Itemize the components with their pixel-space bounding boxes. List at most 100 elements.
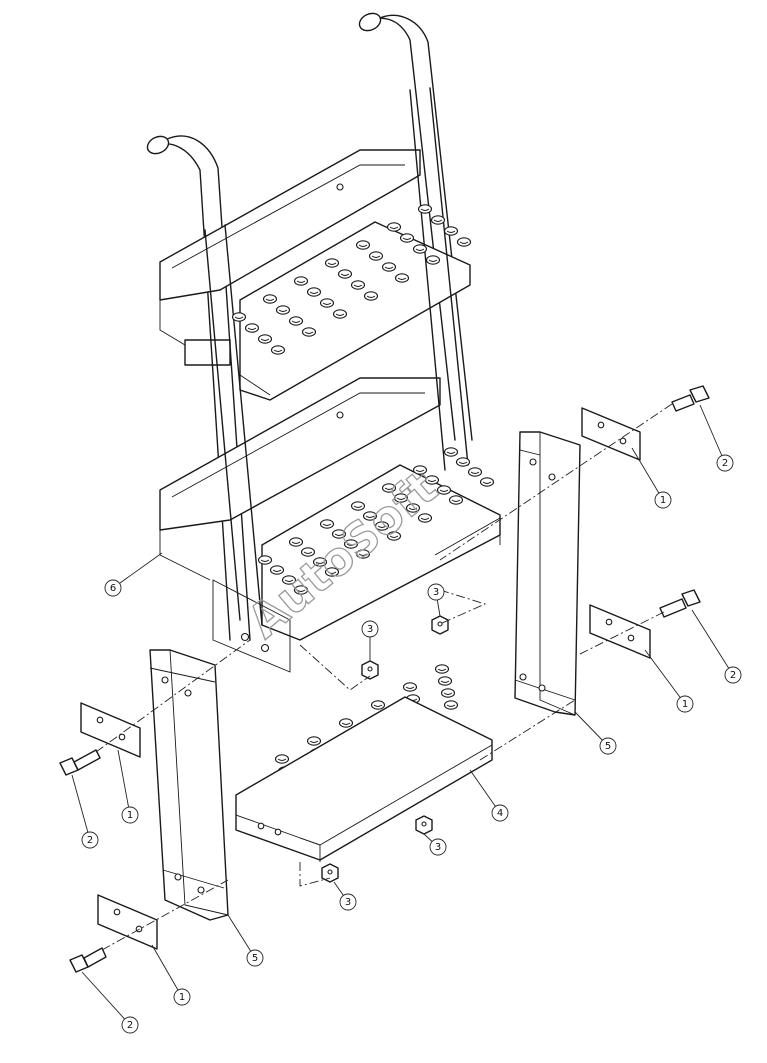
lower-tread-hole <box>467 467 483 477</box>
callout-3-hex-nut: 3 <box>361 620 379 661</box>
lower-tread-hole <box>319 519 335 529</box>
lower-tread-hole-lip <box>415 469 425 472</box>
callout-circle <box>427 583 445 601</box>
lower-tread-hole <box>257 555 273 565</box>
callout-leader <box>81 971 131 1026</box>
upper-tread-hole-lip <box>366 295 376 298</box>
lower-tread-hole <box>479 477 495 487</box>
callout-circle <box>104 579 122 597</box>
upper-tread-hole-lip <box>371 255 381 258</box>
lower-tread-hole <box>281 575 297 585</box>
upper-tread-hole <box>363 291 379 301</box>
callout-leader <box>631 447 664 501</box>
lower-tread-hole-lip <box>322 523 332 526</box>
upper-tread-hole-lip <box>260 338 270 341</box>
lower-tread-hole-lip <box>396 497 406 500</box>
callout-circle <box>361 620 379 638</box>
callout-circle <box>121 806 139 824</box>
callout-label: 2 <box>127 1020 133 1031</box>
bottom-tread-hole <box>402 682 418 692</box>
callout-label: 1 <box>127 810 133 821</box>
callout-leader <box>112 552 163 589</box>
bottom-tread-hole <box>338 718 354 728</box>
upper-tread-hole-lip <box>358 244 368 247</box>
callout-label: 2 <box>87 835 93 846</box>
callout-1-clamp-plate: 1 <box>117 749 139 824</box>
upper-tread-hole <box>301 327 317 337</box>
hex-nut-lower-right <box>415 815 433 835</box>
upper-tread-hole-lip <box>273 349 283 352</box>
upper-tread-hole-lip <box>459 241 469 244</box>
callout-leader <box>644 649 686 705</box>
lower-tread-hole-lip <box>315 561 325 564</box>
lower-tread-hole-lip <box>384 487 394 490</box>
upper-tread-hole <box>337 269 353 279</box>
bottom-tread-hole-lip <box>341 722 351 725</box>
callout-label: 3 <box>345 897 351 908</box>
callout-2-hex-bolt: 2 <box>699 404 734 472</box>
callout-label: 6 <box>110 583 116 594</box>
lower-tread-hole <box>417 513 433 523</box>
upper-tread-hole <box>386 222 402 232</box>
callout-1-clamp-plate: 1 <box>631 447 672 509</box>
hex-bolt-mid-right <box>659 589 701 618</box>
callout-label: 3 <box>433 587 439 598</box>
upper-tread-hole <box>399 233 415 243</box>
upper-tread-hole-lip <box>428 259 438 262</box>
lower-tread-hole <box>300 547 316 557</box>
bottom-tread-hole-lip <box>446 704 456 707</box>
lower-tread-hole-lip <box>334 533 344 536</box>
upper-tread-hole-lip <box>397 277 407 280</box>
bottom-tread-hole <box>440 688 456 698</box>
upper-tread-hole-lip <box>309 291 319 294</box>
lower-tread-hole-lip <box>439 489 449 492</box>
upper-tread-hole <box>293 276 309 286</box>
upper-tread-hole <box>368 251 384 261</box>
callout-label: 1 <box>682 699 688 710</box>
callout-6-ladder-frame: 6 <box>104 552 163 597</box>
callout-label: 5 <box>605 741 611 752</box>
upper-tread-hole-lip <box>384 266 394 269</box>
lower-tread-hole <box>386 531 402 541</box>
upper-tread-hole <box>319 298 335 308</box>
lower-tread-hole-lip <box>327 571 337 574</box>
upper-tread-hole-lip <box>353 284 363 287</box>
upper-tread-hole <box>381 262 397 272</box>
ladder-frame <box>146 12 501 673</box>
upper-tread-hole <box>355 240 371 250</box>
callout-leader <box>469 769 501 814</box>
lower-step <box>235 696 493 862</box>
lower-tread-hole <box>405 503 421 513</box>
lower-tread-hole-lip <box>284 579 294 582</box>
lower-tread-hole <box>269 565 285 575</box>
upper-tread-hole-lip <box>415 248 425 251</box>
callout-circle <box>599 737 617 755</box>
lower-tread-hole <box>362 511 378 521</box>
callout-2-hex-bolt: 2 <box>691 609 742 684</box>
upper-tread-hole-lip <box>304 331 314 334</box>
upper-tread-hole-lip <box>296 280 306 283</box>
lower-tread-hole <box>350 501 366 511</box>
callout-label: 2 <box>722 458 728 469</box>
callout-4-lower-step: 4 <box>469 769 509 822</box>
lower-tread-hole <box>355 549 371 559</box>
upper-tread-hole-lip <box>389 226 399 229</box>
side-bracket-left <box>149 649 229 921</box>
bottom-tread-hole-lip <box>443 692 453 695</box>
callout-label: 3 <box>435 842 441 853</box>
bottom-tread-hole <box>274 754 290 764</box>
callout-circle <box>429 838 447 856</box>
upper-tread-hole <box>262 294 278 304</box>
lower-tread-hole-lip <box>482 481 492 484</box>
callout-leader <box>227 914 256 959</box>
callout-circle <box>339 893 357 911</box>
callout-label: 1 <box>660 495 666 506</box>
bottom-tread-hole-lip <box>309 740 319 743</box>
lower-tread-hole <box>443 447 459 457</box>
lower-tread-hole-lip <box>291 541 301 544</box>
lower-tread-hole-lip <box>260 559 270 562</box>
upper-tread-hole <box>350 280 366 290</box>
callout-label: 2 <box>730 670 736 681</box>
lower-tread-hole <box>424 475 440 485</box>
